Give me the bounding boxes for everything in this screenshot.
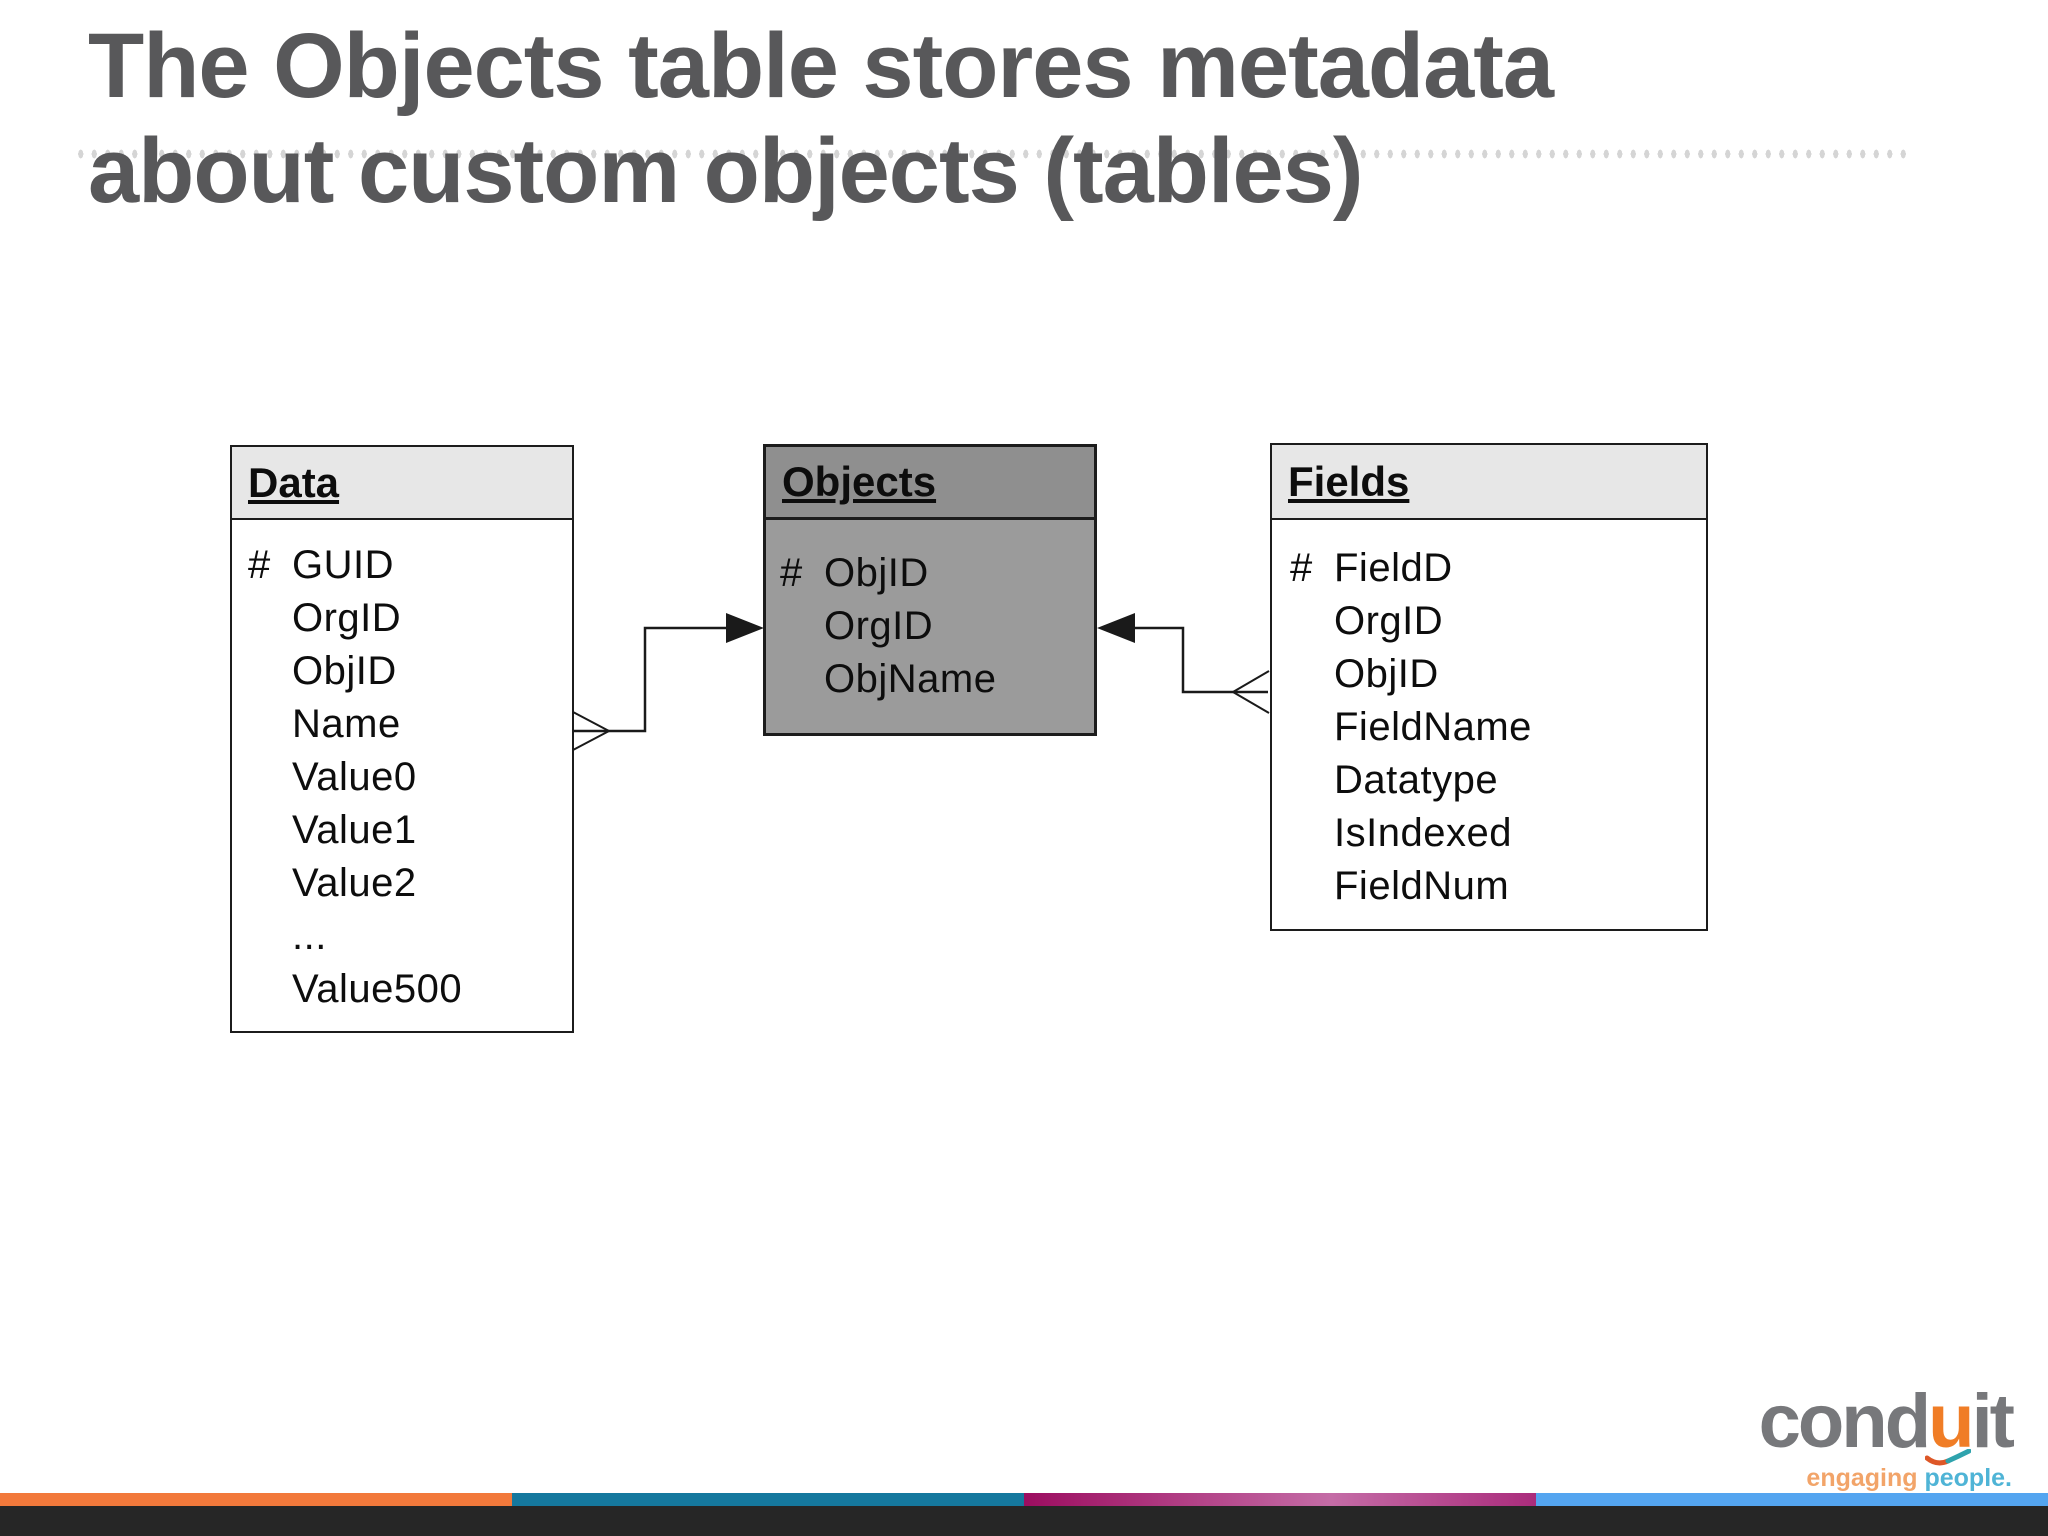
table-row: Name (248, 698, 572, 751)
table-row: FieldName (1290, 701, 1706, 754)
table-row: ObjName (780, 653, 1094, 706)
table-objects-header: Objects (766, 447, 1094, 520)
pk-marker: # (780, 551, 803, 595)
field-label: ObjID (292, 649, 397, 693)
table-row: Datatype (1290, 754, 1706, 807)
table-objects-body: # ObjID OrgID ObjName (766, 520, 1094, 706)
table-data-header: Data (232, 447, 572, 520)
crow-foot-icon (1232, 670, 1270, 714)
table-row: OrgID (248, 592, 572, 645)
table-fields-title: Fields (1288, 457, 1410, 505)
footer-stripe-blue (1536, 1493, 2048, 1506)
table-data: Data # GUID OrgID ObjID Name Value0 Value… (230, 445, 574, 1033)
field-label: Name (292, 702, 401, 746)
table-data-body: # GUID OrgID ObjID Name Value0 Value1 Val… (232, 520, 572, 1016)
field-label: ... (292, 914, 327, 958)
brand-gray-suffix: it (1971, 1379, 2015, 1464)
table-row: FieldNum (1290, 860, 1706, 913)
pk-marker: # (1290, 546, 1313, 590)
field-label: IsIndexed (1334, 811, 1512, 855)
field-label: OrgID (1334, 599, 1444, 643)
crow-foot-icon (572, 711, 610, 751)
footer-stripe (0, 1493, 2048, 1506)
table-row: IsIndexed (1290, 807, 1706, 860)
table-row: OrgID (780, 600, 1094, 653)
field-label: Value0 (292, 755, 417, 799)
field-label: ObjID (824, 551, 929, 595)
table-objects-title: Objects (782, 458, 937, 505)
field-label: Value1 (292, 808, 417, 852)
table-row: ObjID (248, 645, 572, 698)
table-row: # FieldD (1290, 542, 1706, 595)
table-objects: Objects # ObjID OrgID ObjName (763, 444, 1097, 736)
brand-gray-prefix: cond (1758, 1379, 1932, 1464)
connector-fields-objects (1097, 613, 1270, 714)
tagline-people: people. (1924, 1464, 2012, 1492)
logo-swoosh-icon (1925, 1449, 1972, 1466)
brand-accent-letter: u (1925, 1384, 1975, 1466)
table-row: Value0 (248, 751, 572, 804)
field-label: ObjName (824, 657, 997, 701)
pk-marker: # (248, 543, 271, 587)
logo-tagline: engaging people. (1759, 1466, 2012, 1491)
field-label: FieldName (1334, 705, 1532, 749)
slide-title-line2: about custom objects (tables) (88, 119, 1363, 222)
table-row: # ObjID (780, 547, 1094, 600)
table-row: Value500 (248, 963, 572, 1016)
table-fields-body: # FieldD OrgID ObjID FieldName Datatype I… (1272, 520, 1706, 913)
table-data-title: Data (248, 458, 340, 506)
table-row: # GUID (248, 539, 572, 592)
footer-bar (0, 1506, 2048, 1536)
table-fields-header: Fields (1272, 445, 1706, 520)
tagline-engaging: engaging (1806, 1464, 1925, 1492)
field-label: ObjID (1334, 652, 1439, 696)
field-label: FieldD (1334, 546, 1453, 590)
table-row: ObjID (1290, 648, 1706, 701)
table-row: Value1 (248, 804, 572, 857)
footer-stripe-petrol (512, 1493, 1024, 1506)
slide-title-line1: The Objects table stores metadata (88, 15, 1554, 117)
solid-arrowhead-icon (1097, 613, 1135, 643)
field-label: FieldNum (1334, 864, 1510, 908)
table-row: Value2 (248, 857, 572, 910)
title-dotted-rule (74, 148, 1914, 160)
solid-arrowhead-icon (726, 613, 764, 643)
field-label: Value2 (292, 861, 417, 905)
field-label: Datatype (1334, 758, 1499, 802)
footer-stripe-magenta (1024, 1493, 1536, 1506)
connector-data-objects (572, 613, 764, 751)
field-label: OrgID (292, 596, 402, 640)
field-label: OrgID (824, 604, 934, 648)
field-label: GUID (292, 543, 394, 587)
field-label: Value500 (292, 967, 463, 1011)
table-row: OrgID (1290, 595, 1706, 648)
table-fields: Fields # FieldD OrgID ObjID FieldName Dat… (1270, 443, 1708, 931)
footer-stripe-orange (0, 1493, 512, 1506)
table-row: ... (248, 910, 572, 963)
